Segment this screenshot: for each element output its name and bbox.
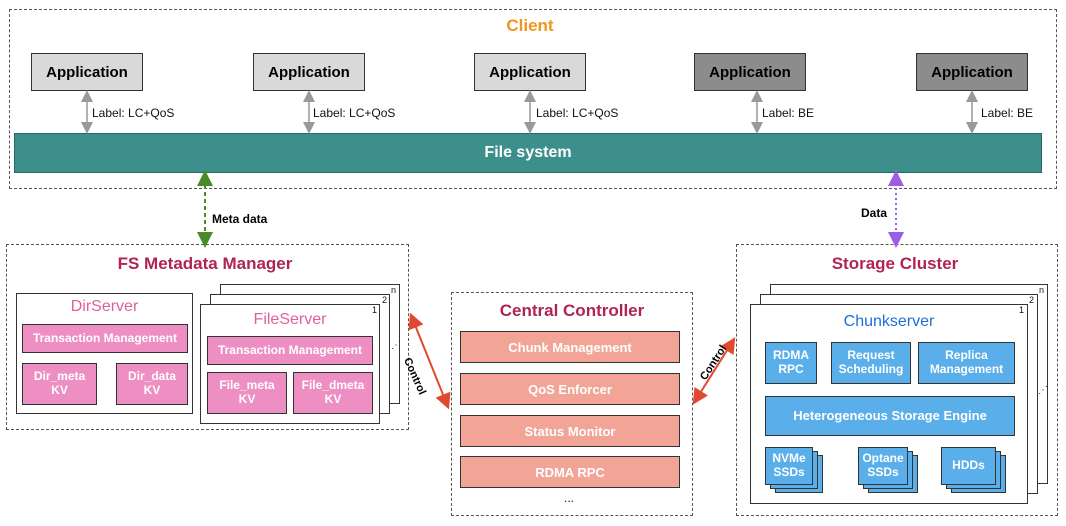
- optane-ssds-label: Optane SSDs: [862, 451, 904, 479]
- storage-cluster-title: Storage Cluster: [831, 254, 959, 273]
- app-label-1: Label: LC+QoS: [92, 106, 175, 120]
- client-region: [9, 9, 1057, 189]
- rdma-rpc-module: RDMA RPC: [765, 342, 817, 384]
- hdds-label: HDDs: [952, 458, 985, 473]
- central-controller-title: Central Controller: [499, 301, 645, 320]
- status-monitor-box: Status Monitor: [460, 415, 680, 447]
- application-box-3: Application: [474, 53, 586, 91]
- nvme-ssds-box: NVMe SSDs: [765, 447, 813, 485]
- client-title: Client: [506, 16, 554, 35]
- data-label: Data: [861, 206, 888, 220]
- rdma-rpc-controller-box: RDMA RPC: [460, 456, 680, 488]
- dir-data-kv: Dir_data KV: [116, 363, 188, 405]
- dir-transaction-management: Transaction Management: [22, 324, 188, 353]
- heterogeneous-storage-engine: Heterogeneous Storage Engine: [765, 396, 1015, 436]
- fileserver-stack-dots: ⋰: [391, 340, 401, 351]
- file-transaction-management: Transaction Management: [207, 336, 373, 365]
- metadata-manager-title: FS Metadata Manager: [117, 254, 293, 273]
- fileserver-stack-label-2: 2: [382, 295, 388, 305]
- controller-more: ...: [564, 491, 575, 505]
- dir-meta-kv: Dir_meta KV: [22, 363, 97, 405]
- file-meta-kv-label: File_meta KV: [219, 378, 275, 406]
- file-dmeta-kv-label: File_dmeta KV: [301, 378, 365, 406]
- request-scheduling-module-label: Request Scheduling: [838, 348, 904, 376]
- central-controller-region: [451, 292, 693, 516]
- file-dmeta-kv: File_dmeta KV: [293, 372, 373, 414]
- replica-management-module: Replica Management: [918, 342, 1015, 384]
- dirserver-title: DirServer: [70, 298, 139, 315]
- replica-management-module-label: Replica Management: [929, 348, 1004, 376]
- app-label-5: Label: BE: [981, 106, 1034, 120]
- application-box-1: Application: [31, 53, 143, 91]
- hdds-box: HDDs: [941, 447, 996, 485]
- chunk-management-box: Chunk Management: [460, 331, 680, 363]
- arrow-icon: [692, 337, 736, 405]
- nvme-ssds-label: NVMe SSDs: [772, 451, 806, 479]
- app-label-3: Label: LC+QoS: [536, 106, 619, 120]
- application-box-5: Application: [916, 53, 1028, 91]
- app-label-4: Label: BE: [762, 106, 815, 120]
- qos-enforcer-box: QoS Enforcer: [460, 373, 680, 405]
- chunkserver-stack-label-n: n: [1039, 285, 1045, 295]
- application-box-4: Application: [694, 53, 806, 91]
- dir-data-kv-label: Dir_data KV: [127, 369, 177, 397]
- fileserver-stack-label-n: n: [391, 285, 397, 295]
- chunkserver-stack-dots: ⋰: [1038, 385, 1048, 396]
- arrow-icon: [408, 312, 451, 410]
- file-meta-kv: File_meta KV: [207, 372, 287, 414]
- app-label-2: Label: LC+QoS: [313, 106, 396, 120]
- rdma-rpc-module-label: RDMA RPC: [773, 348, 809, 376]
- dir-meta-kv-label: Dir_meta KV: [33, 369, 86, 397]
- optane-ssds-box: Optane SSDs: [858, 447, 908, 485]
- chunkserver-stack-label-1: 1: [1019, 305, 1025, 315]
- chunkserver-title: Chunkserver: [843, 313, 935, 330]
- request-scheduling-module: Request Scheduling: [831, 342, 911, 384]
- meta-data-label: Meta data: [212, 212, 268, 226]
- fileserver-stack-label-1: 1: [372, 305, 378, 315]
- chunkserver-stack-label-2: 2: [1029, 295, 1035, 305]
- fileserver-title: FileServer: [253, 311, 327, 328]
